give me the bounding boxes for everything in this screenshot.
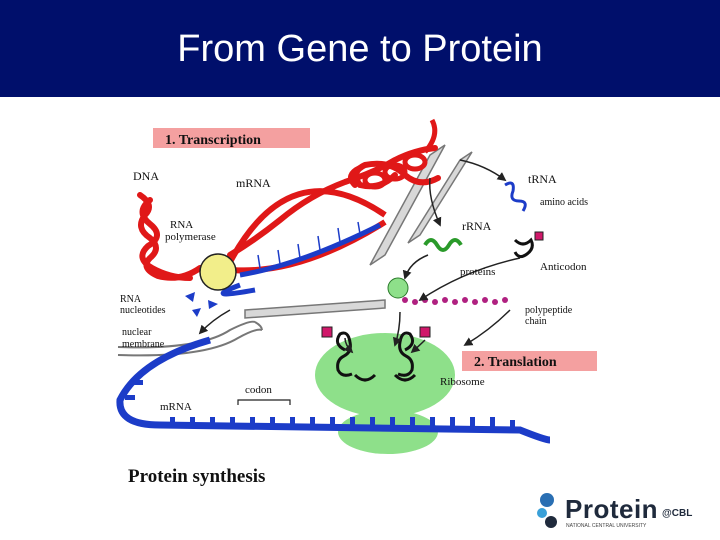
label-rrna: rRNA bbox=[462, 219, 492, 233]
rrna-molecule bbox=[423, 238, 463, 252]
membrane-segments bbox=[244, 144, 473, 319]
label-proteins: proteins bbox=[460, 266, 495, 278]
protein-cbl-logo: Protein @CBL NATIONAL CENTRAL UNIVERSITY bbox=[535, 490, 715, 535]
label-mrna-top: mRNA bbox=[236, 176, 271, 190]
label-rna-nucleotides-2: nucleotides bbox=[120, 305, 166, 316]
trna-molecule bbox=[504, 181, 527, 212]
label-dna: DNA bbox=[133, 169, 159, 183]
amino-acid-blocks bbox=[321, 231, 544, 338]
ribosome bbox=[315, 331, 455, 454]
transcription-label: 1. Transcription bbox=[153, 128, 310, 148]
translation-label: 2. Translation bbox=[462, 351, 597, 371]
title-bar: From Gene to Protein bbox=[0, 0, 720, 97]
label-nuclear-membrane-2: membrane bbox=[122, 339, 165, 350]
label-polypeptide-2: chain bbox=[525, 316, 547, 327]
label-nuclear-membrane-1: nuclear bbox=[122, 327, 152, 338]
label-mrna-bottom: mRNA bbox=[160, 401, 192, 413]
bottom-mrna bbox=[116, 336, 551, 444]
label-rna-polymerase-2: polymerase bbox=[165, 231, 216, 243]
polypeptide-chain bbox=[402, 297, 508, 305]
logo-tagline: NATIONAL CENTRAL UNIVERSITY bbox=[566, 523, 647, 529]
rna-polymerase bbox=[199, 253, 237, 291]
diagram-caption: Protein synthesis bbox=[128, 466, 265, 487]
svg-text:1. Transcription: 1. Transcription bbox=[165, 133, 261, 148]
label-codon: codon bbox=[245, 384, 272, 396]
small-ribosome-subunit bbox=[387, 277, 409, 299]
label-trna: tRNA bbox=[528, 172, 557, 186]
protein-synthesis-diagram: 1. Transcription 2. Translation bbox=[116, 118, 597, 487]
label-amino-acids: amino acids bbox=[540, 197, 588, 208]
slide-title: From Gene to Protein bbox=[177, 28, 543, 70]
label-anticodon: Anticodon bbox=[540, 261, 587, 273]
dna-top-coil bbox=[362, 118, 438, 190]
label-ribosome: Ribosome bbox=[440, 376, 485, 388]
label-rna-polymerase-1: RNA bbox=[170, 219, 193, 231]
trna-anticodon-shape bbox=[513, 237, 534, 259]
rna-nucleotides bbox=[185, 292, 218, 317]
transcription-bubble bbox=[220, 188, 387, 297]
logo-word: Protein bbox=[565, 494, 659, 524]
dna-helix bbox=[137, 145, 441, 281]
molecule-icon bbox=[537, 493, 557, 528]
svg-text:2. Translation: 2. Translation bbox=[474, 355, 557, 370]
label-polypeptide-1: polypeptide bbox=[525, 305, 573, 316]
nuclear-membrane bbox=[117, 320, 263, 357]
logo-suffix: @CBL bbox=[662, 508, 693, 519]
label-rna-nucleotides-1: RNA bbox=[120, 294, 142, 305]
process-arrows bbox=[198, 159, 521, 354]
